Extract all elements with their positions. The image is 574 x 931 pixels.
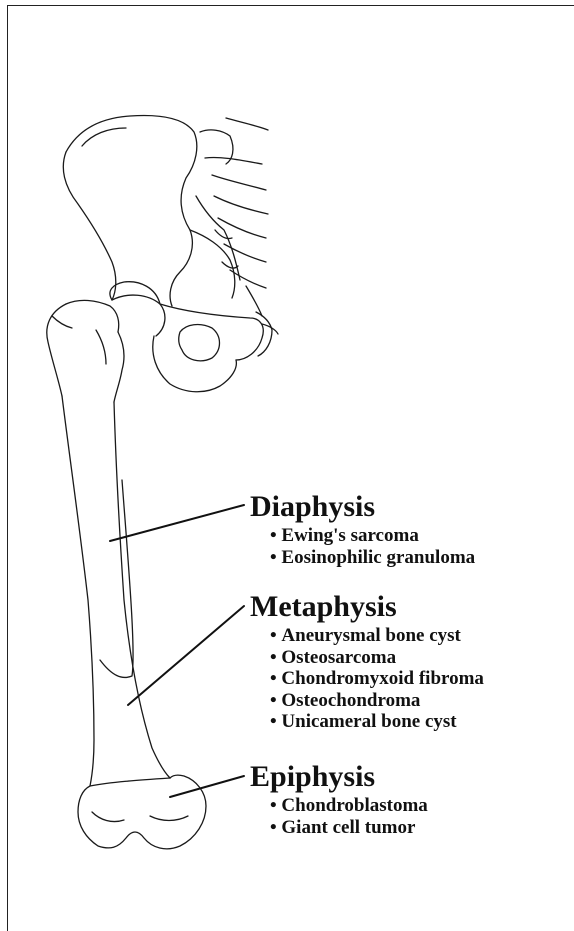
list-item: Aneurysmal bone cyst <box>270 625 484 647</box>
femur-proximal-drawing <box>47 282 160 402</box>
epiphysis-label-group: Epiphysis Chondroblastoma Giant cell tum… <box>250 761 428 838</box>
diaphysis-tumor-list: Ewing's sarcoma Eosinophilic granuloma <box>270 525 475 568</box>
list-item: Eosinophilic granuloma <box>270 547 475 569</box>
ilium-drawing <box>63 116 234 306</box>
metaphysis-heading: Metaphysis <box>250 591 484 623</box>
diaphysis-leader-line <box>110 505 244 541</box>
list-item: Unicameral bone cyst <box>270 711 484 733</box>
epiphysis-heading: Epiphysis <box>250 761 428 793</box>
epiphysis-leader-line <box>170 776 244 797</box>
list-item: Chondromyxoid fibroma <box>270 668 484 690</box>
list-item: Ewing's sarcoma <box>270 525 475 547</box>
list-item: Osteosarcoma <box>270 647 484 669</box>
list-item: Chondroblastoma <box>270 795 428 817</box>
metaphysis-leader-line <box>128 606 244 705</box>
list-item: Giant cell tumor <box>270 817 428 839</box>
femur-shaft-drawing <box>62 396 170 786</box>
femur-distal-drawing <box>78 775 206 849</box>
epiphysis-tumor-list: Chondroblastoma Giant cell tumor <box>270 795 428 838</box>
sacrum-drawing <box>196 118 278 356</box>
metaphysis-label-group: Metaphysis Aneurysmal bone cyst Osteosar… <box>250 591 484 733</box>
diaphysis-label-group: Diaphysis Ewing's sarcoma Eosinophilic g… <box>250 491 475 568</box>
metaphysis-tumor-list: Aneurysmal bone cyst Osteosarcoma Chondr… <box>270 625 484 733</box>
list-item: Osteochondroma <box>270 690 484 712</box>
acetabulum-drawing <box>112 295 263 392</box>
diaphysis-heading: Diaphysis <box>250 491 475 523</box>
